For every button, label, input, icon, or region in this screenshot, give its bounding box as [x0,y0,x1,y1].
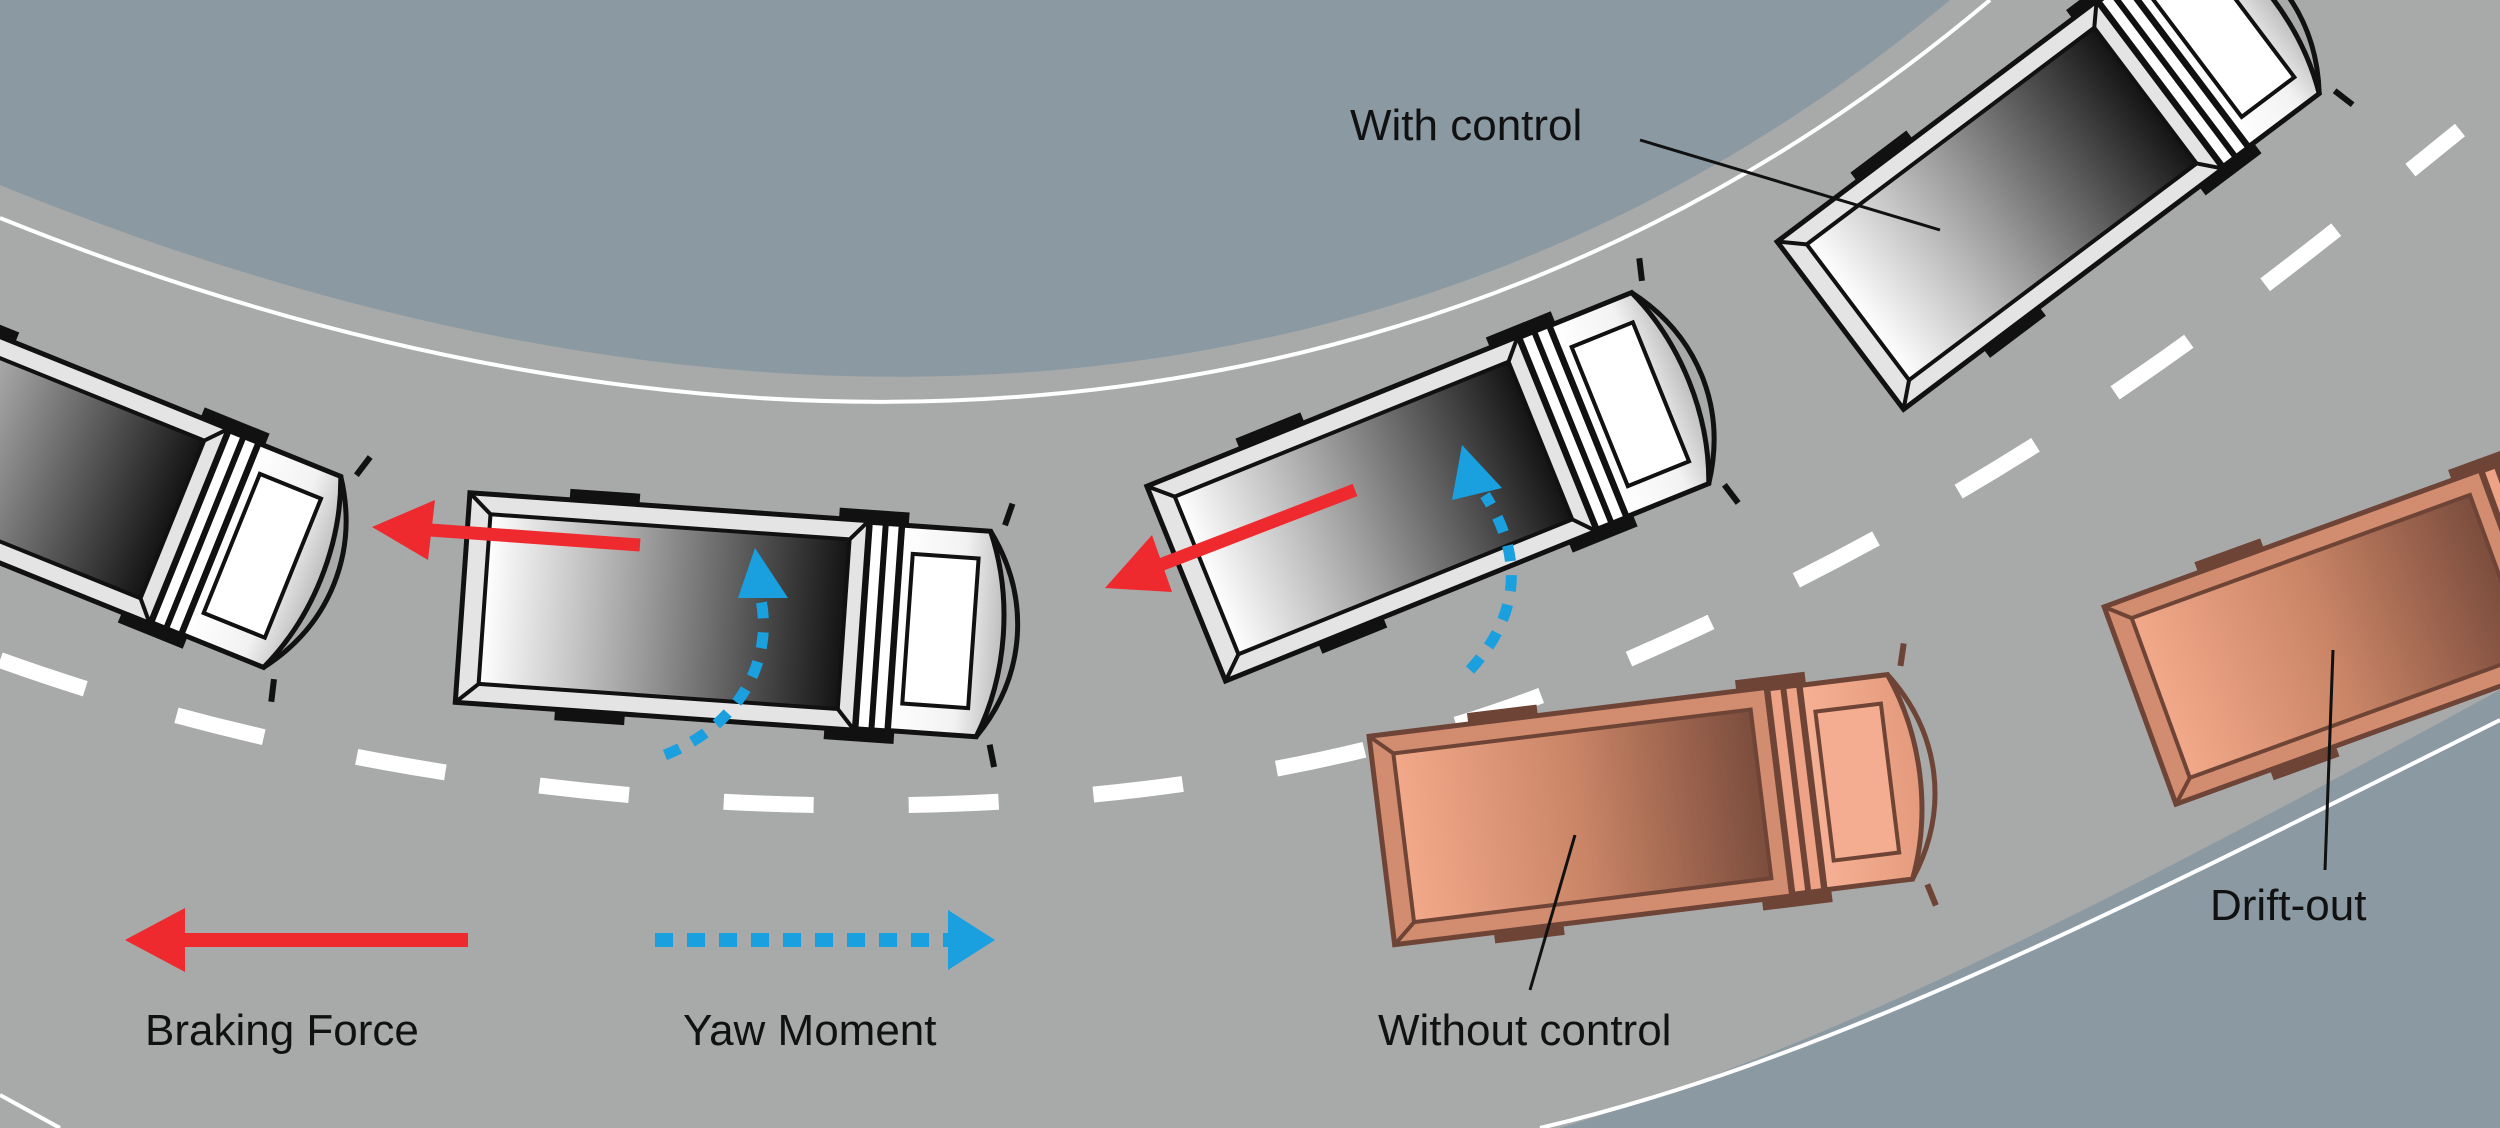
legend-yaw-moment: Yaw Moment [655,910,995,1055]
road-outer-edge-line-left [0,1093,61,1128]
legend-yaw-arrow [655,910,995,970]
with-control-leader-line [1639,138,1941,232]
without-control-label: Without control [1378,1006,1671,1055]
legend-braking-arrow [125,908,468,972]
legend-yaw-moment-label: Yaw Moment [683,1006,937,1055]
braking-force-arrow-1 [372,500,641,560]
yaw-moment-arrow-2 [1452,445,1517,674]
road-outer-edge-line [1539,718,2500,1128]
with-control-label: With control [1350,101,1582,150]
without-control-leader-line [1528,834,1577,991]
drift-out-label: Drift-out [2210,881,2366,930]
legend-braking-force-label: Braking Force [145,1006,419,1055]
road-inner-edge-line [0,0,1992,404]
drift-out-leader-line [2323,649,2335,871]
legend-braking-force: Braking Force [125,908,468,1055]
yaw-moment-arrow-1 [662,548,788,761]
braking-force-arrow-2 [1105,483,1358,592]
